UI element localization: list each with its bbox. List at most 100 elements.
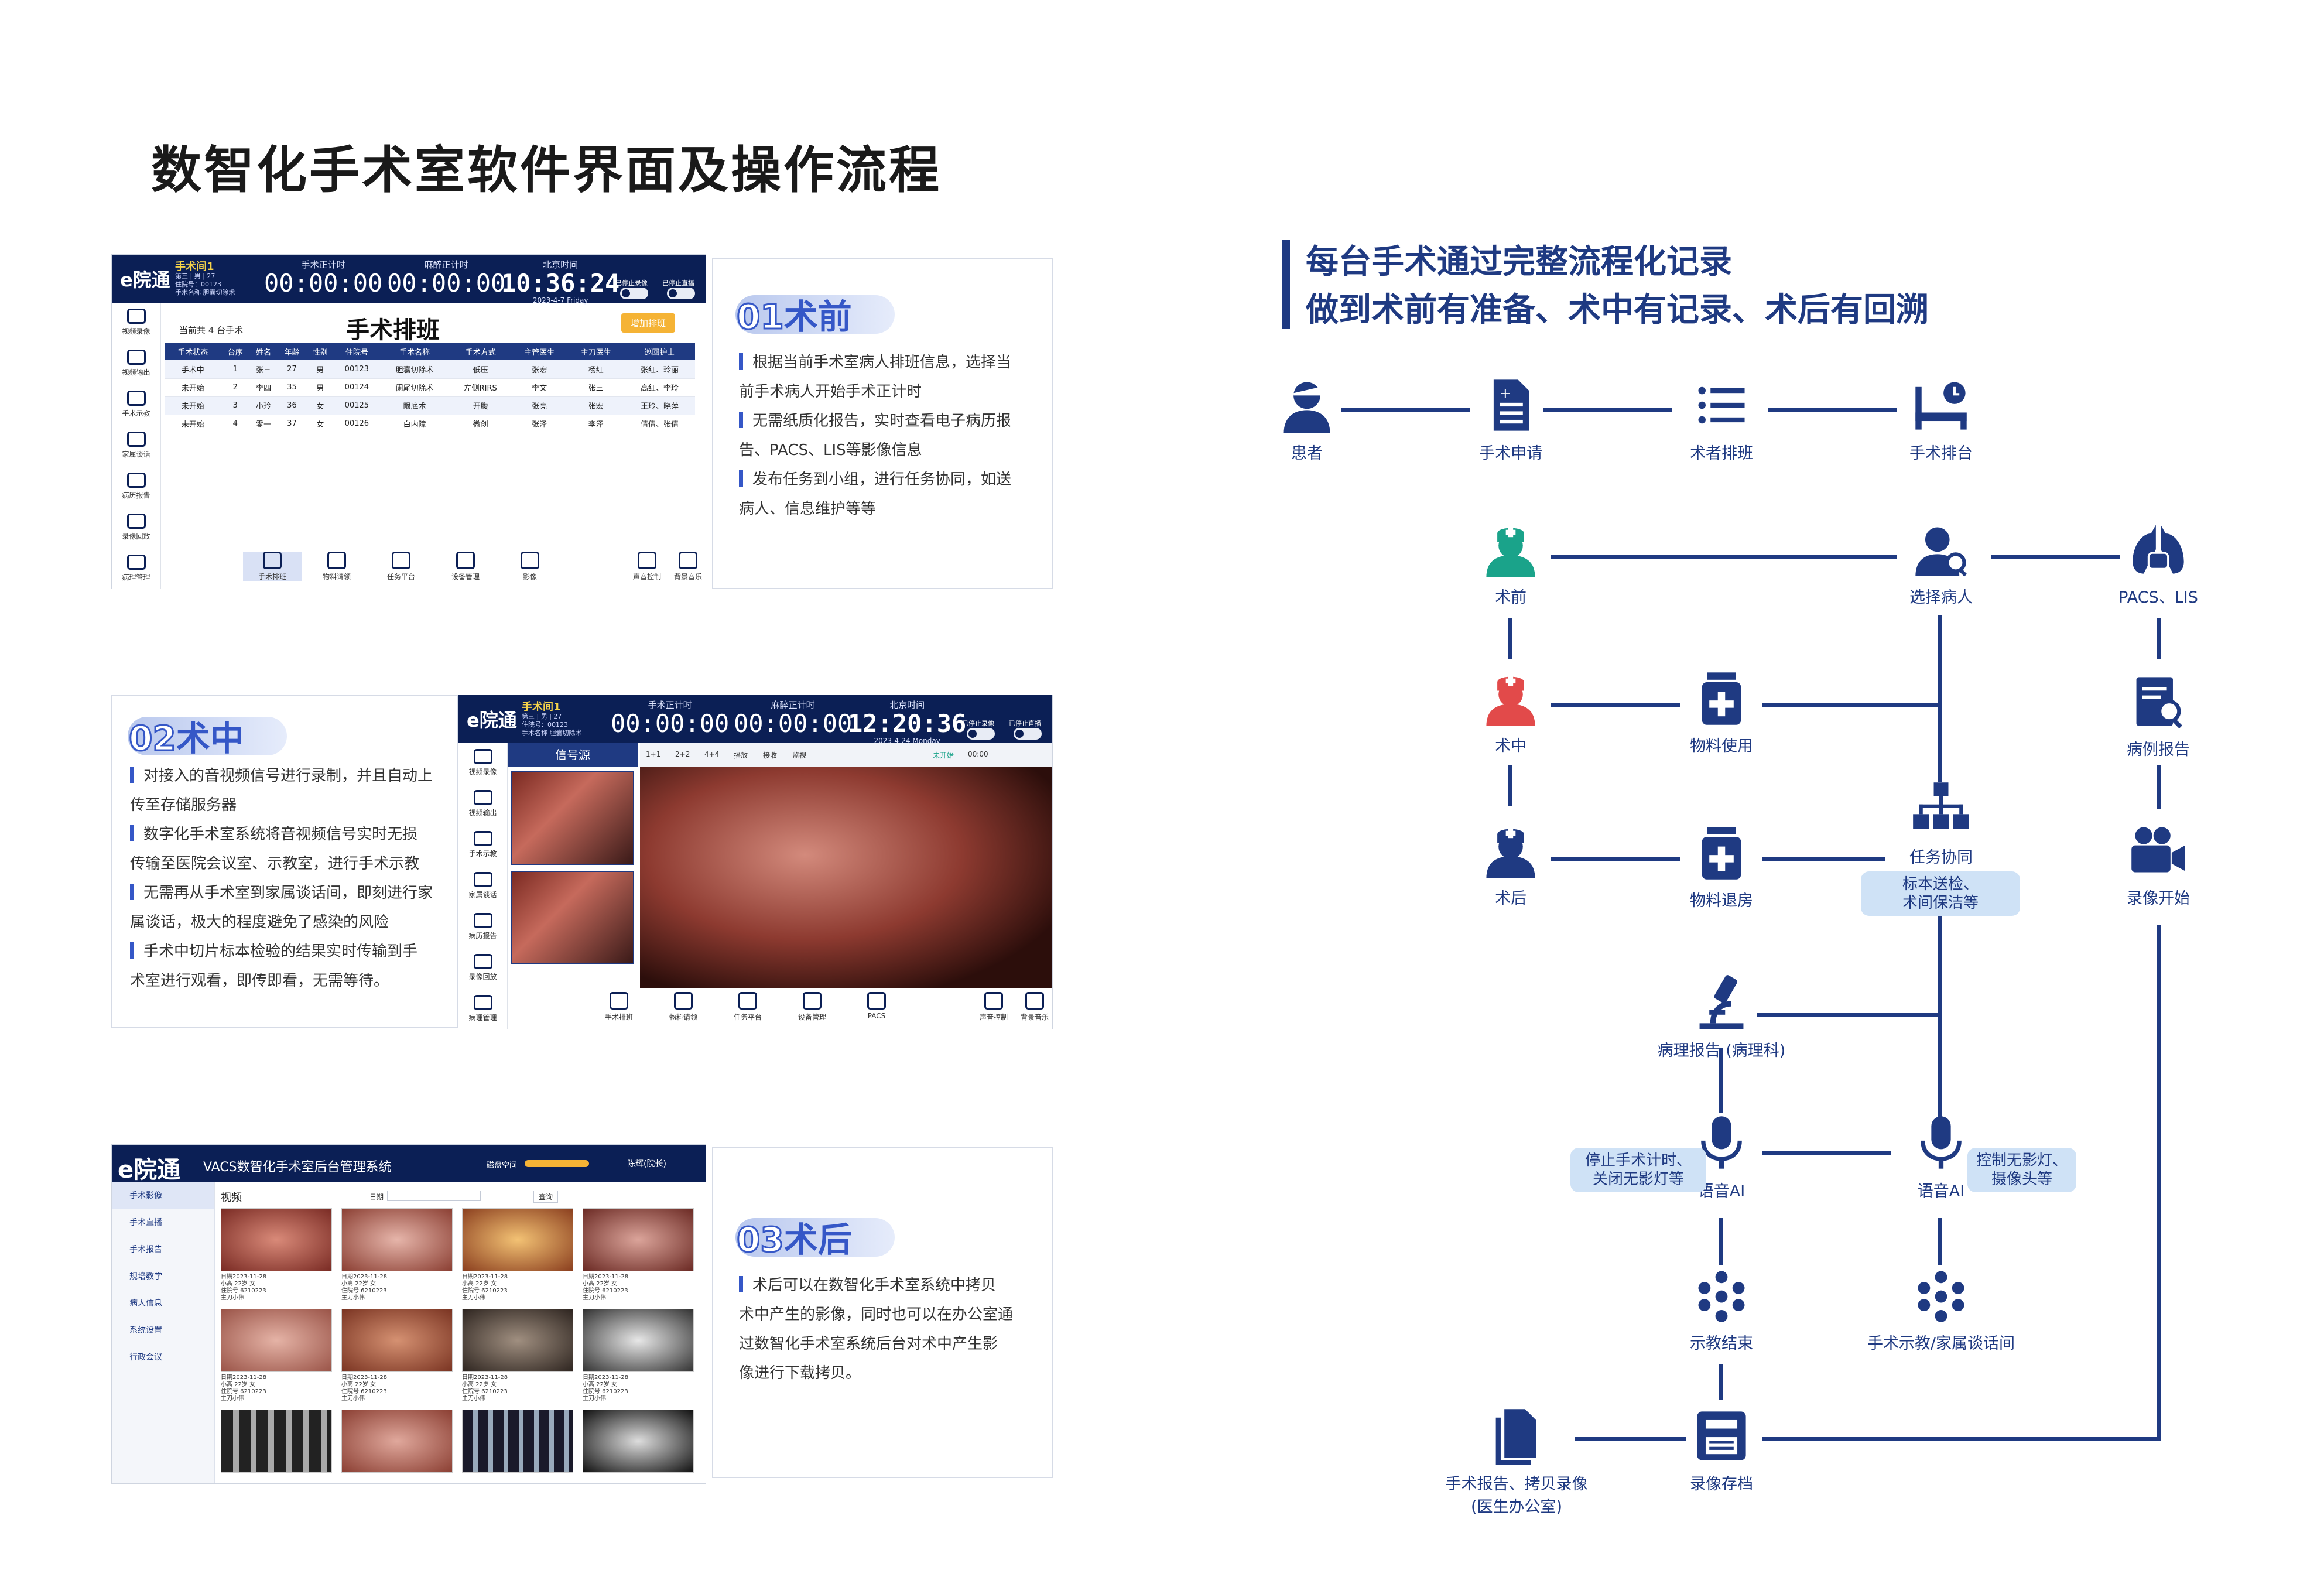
search-button[interactable]: 查询 [533, 1191, 559, 1203]
menu-item-teaching[interactable]: 规培教学 [129, 1272, 162, 1281]
preop-screenshot: e院通 手术间1 第三 | 男 | 27 住院号：00123 手术名称 胆囊切除… [111, 254, 706, 589]
menu-item-patient[interactable]: 病人信息 [129, 1299, 162, 1308]
xray-thumb[interactable] [583, 1410, 694, 1473]
surgery-timer: 手术正计时 00:00:00 [611, 700, 730, 738]
admin-logo: e院通 [118, 1157, 181, 1183]
sidebar-item-report[interactable]: 病历报告 [112, 467, 160, 508]
date-filter-label: 日期 [369, 1193, 384, 1201]
document-icon [126, 555, 146, 570]
anesthesia-timer: 麻醉正计时 00:00:00 [734, 700, 853, 738]
video-thumb[interactable] [462, 1309, 573, 1372]
tab-music[interactable]: 背景音乐 [659, 552, 706, 581]
video-thumb[interactable] [221, 1309, 332, 1372]
chat-icon [473, 872, 492, 887]
monitor-icon [473, 790, 492, 805]
video-thumb[interactable] [583, 1208, 694, 1271]
sidebar-item-pathology[interactable]: 病理管理 [112, 549, 160, 589]
intraop-screenshot: e院通 手术间1 第三 | 男 | 27 住院号：00123 手术名称 胆囊切除… [458, 695, 1053, 1029]
sidebar-item-report[interactable]: 病历报告 [458, 907, 507, 948]
flow-node-report-copy: 手术报告、拷贝录像 (医生办公室) [1429, 1405, 1604, 1517]
flow-heading-1: 每台手术通过完整流程化记录 [1306, 243, 1732, 281]
live-toggle[interactable] [667, 288, 695, 299]
menu-item-live[interactable]: 手术直播 [129, 1218, 162, 1227]
app-logo: e院通 [467, 709, 517, 731]
thumb-caption: 日期2023-11-28 小高 22岁 女 住院号 6210223 主刀小伟 [341, 1374, 388, 1402]
sidebar-item-video[interactable]: 视频录像 [112, 303, 160, 344]
record-toggle[interactable] [967, 728, 995, 740]
layout-2x2[interactable]: 2+2 [675, 750, 690, 758]
thumb-caption: 日期2023-11-28 小高 22岁 女 住院号 6210223 主刀小伟 [462, 1274, 508, 1301]
menu-item-meeting[interactable]: 行政会议 [129, 1353, 162, 1362]
user-menu[interactable]: 陈辉(院长) [627, 1159, 666, 1169]
video-thumb[interactable] [221, 1208, 332, 1271]
tab-sound[interactable]: 声音控制 [964, 992, 1023, 1022]
sidebar-item-playback[interactable]: 录像回放 [458, 948, 507, 989]
add-schedule-button[interactable]: 增加排班 [621, 313, 676, 333]
sidebar-item-video[interactable]: 视频录像 [458, 743, 507, 784]
tab-task[interactable]: 任务平台 [718, 992, 777, 1022]
live-status: 已停止直播 [662, 279, 694, 287]
flow-node-teach-end: 示教结束 [1634, 1265, 1809, 1353]
monitor-button[interactable]: 监视 [792, 751, 807, 760]
calendar-icon [610, 992, 628, 1010]
tab-device[interactable]: 设备管理 [783, 992, 841, 1022]
flow-node-teach-room: 手术示教/家属谈话间 [1853, 1265, 2029, 1353]
tab-music[interactable]: 背景音乐 [1005, 992, 1052, 1022]
tab-pacs[interactable]: PACS [847, 992, 906, 1020]
tab-image[interactable]: 影像 [501, 552, 559, 581]
play-button[interactable]: 播放 [734, 751, 748, 760]
record-toggle[interactable] [620, 288, 648, 299]
menu-item-report[interactable]: 手术报告 [129, 1245, 162, 1254]
sidebar-item-pathology[interactable]: 病理管理 [458, 989, 507, 1029]
receive-button[interactable]: 接收 [763, 751, 778, 760]
sidebar-item-teach[interactable]: 手术示教 [112, 385, 160, 426]
sidebar-item-talk[interactable]: 家属谈话 [112, 426, 160, 467]
tab-device[interactable]: 设备管理 [436, 552, 495, 581]
layout-1x1[interactable]: 1+1 [646, 750, 661, 758]
thumb-caption: 日期2023-11-28 小高 22岁 女 住院号 6210223 主刀小伟 [221, 1274, 267, 1301]
tab-schedule[interactable]: 手术排班 [243, 552, 302, 581]
inbox-icon [674, 992, 693, 1010]
video-thumb[interactable] [341, 1208, 453, 1271]
speaker-icon [984, 992, 1003, 1010]
tab-sound[interactable]: 声音控制 [618, 552, 676, 581]
step3-desc: 术后可以在数智化手术室系统中拷贝 术中产生的影像，同时也可以在办公室通 过数智化… [739, 1276, 1014, 1382]
room-name: 手术间1 [522, 701, 561, 713]
layout-4x4[interactable]: 4+4 [704, 750, 720, 758]
tab-material[interactable]: 物料请领 [654, 992, 713, 1022]
tab-material[interactable]: 物料请领 [307, 552, 366, 581]
signal-thumb[interactable] [511, 771, 634, 865]
video-thumb[interactable] [341, 1309, 453, 1372]
settings-icon [803, 992, 822, 1010]
tab-task[interactable]: 任务平台 [372, 552, 430, 581]
date-filter-input[interactable] [387, 1191, 481, 1201]
ct-thumb[interactable] [221, 1410, 332, 1473]
tab-schedule[interactable]: 手术排班 [590, 992, 648, 1022]
ct-thumb[interactable] [462, 1410, 573, 1473]
step1-desc: 根据当前手术室病人排班信息，选择当 前手术病人开始手术正计时 无需纸质化报告，实… [739, 353, 1012, 518]
menu-item-settings[interactable]: 系统设置 [129, 1326, 162, 1335]
sidebar-item-playback[interactable]: 录像回放 [112, 508, 160, 549]
record-status: 已停止录像 [962, 720, 994, 727]
sidebar-item-talk[interactable]: 家属谈话 [458, 866, 507, 907]
sidebar-item-teach[interactable]: 手术示教 [458, 825, 507, 866]
xray-thumb[interactable] [583, 1309, 694, 1372]
step3-box [712, 1147, 1053, 1478]
live-toggle[interactable] [1014, 728, 1042, 740]
menu-item-video[interactable]: 手术影像 [112, 1182, 214, 1209]
endoscope-video[interactable] [640, 767, 1052, 988]
video-thumb[interactable] [341, 1410, 453, 1473]
step1-title: 01术前 [736, 296, 852, 338]
postop-screenshot: e院通 VACS数智化手术室后台管理系统 磁盘空间 陈辉(院长) 手术影像 手术… [111, 1144, 706, 1484]
signal-thumb[interactable] [511, 871, 634, 964]
clipboard-icon [473, 913, 492, 928]
sidebar-item-output[interactable]: 视频输出 [112, 344, 160, 385]
video-thumb[interactable] [462, 1208, 573, 1271]
sidebar-item-output[interactable]: 视频输出 [458, 784, 507, 825]
report-search-icon [2136, 677, 2182, 729]
video-icon [126, 309, 146, 324]
